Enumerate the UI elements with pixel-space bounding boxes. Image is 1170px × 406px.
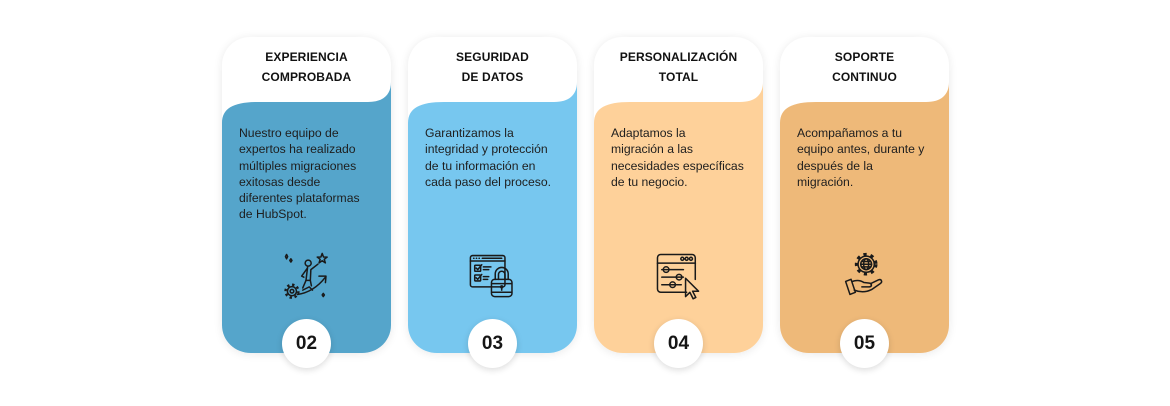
card-title: EXPERIENCIA COMPROBADA <box>222 47 391 87</box>
card-description-line: de tu negocio. <box>611 174 688 189</box>
card-description-line: después de la <box>797 158 873 173</box>
card-title: PERSONALIZACIÓN TOTAL <box>594 47 763 87</box>
card-title-line: DE DATOS <box>461 70 524 84</box>
card-description: Nuestro equipo de expertos ha realizado … <box>239 125 360 223</box>
card-description-line: Adaptamos la <box>611 126 686 140</box>
card-description-line: de tu información en <box>425 158 536 173</box>
card-color-panel <box>222 82 391 353</box>
card-description-line: de HubSpot. <box>239 207 307 222</box>
card-title: SOPORTE CONTINUO <box>780 47 949 87</box>
step-number-badge: 04 <box>654 319 703 368</box>
card-title-line: SOPORTE <box>834 50 895 64</box>
card-description-line: cada paso del proceso. <box>425 174 552 189</box>
feature-card-personalizacion: PERSONALIZACIÓN TOTAL Adaptamos la migra… <box>594 37 763 368</box>
card-description: Acompañamos a tu equipo antes, durante y… <box>797 125 924 190</box>
step-number-badge: 05 <box>840 319 889 368</box>
card-title-line: TOTAL <box>658 70 699 84</box>
card-color-panel <box>780 82 949 353</box>
card-title-line: EXPERIENCIA <box>265 50 348 64</box>
card-description-line: migración. <box>797 174 854 189</box>
card-color-panel <box>594 82 763 353</box>
card-description-line: múltiples migraciones <box>239 158 357 173</box>
hand-gear-globe-icon <box>837 248 891 302</box>
card-description-line: equipo antes, durante y <box>797 142 925 157</box>
settings-sliders-cursor-icon <box>651 248 705 302</box>
card-description-line: Nuestro equipo de <box>239 126 339 140</box>
secure-checklist-lock-icon <box>465 248 519 302</box>
card-description-line: necesidades específicas <box>611 158 744 173</box>
card-title-line: COMPROBADA <box>261 70 352 84</box>
card-description: Garantizamos la integridad y protección … <box>425 125 551 190</box>
card-description: Adaptamos la migración a las necesidades… <box>611 125 744 190</box>
card-description-line: integridad y protección <box>425 142 548 157</box>
card-title-line: SEGURIDAD <box>456 50 529 64</box>
feature-card-seguridad: SEGURIDAD DE DATOS Garantizamos la integ… <box>408 37 577 368</box>
card-description-line: expertos ha realizado <box>239 142 356 157</box>
card-description-line: migración a las <box>611 142 693 157</box>
card-description-line: diferentes plataformas <box>239 191 360 206</box>
card-title: SEGURIDAD DE DATOS <box>408 47 577 87</box>
step-number-badge: 02 <box>282 319 331 368</box>
card-title-line: CONTINUO <box>832 70 897 84</box>
card-description-line: Acompañamos a tu <box>797 126 903 140</box>
card-title-line: PERSONALIZACIÓN <box>619 50 738 64</box>
achievement-growth-icon <box>279 248 333 302</box>
step-number-badge: 03 <box>468 319 517 368</box>
card-description-line: exitosas desde <box>239 174 321 189</box>
feature-card-experiencia: EXPERIENCIA COMPROBADA Nuestro equipo de… <box>222 37 391 368</box>
card-description-line: Garantizamos la <box>425 126 514 140</box>
feature-card-soporte: SOPORTE CONTINUO Acompañamos a tu equipo… <box>780 37 949 368</box>
card-color-panel <box>408 82 577 353</box>
